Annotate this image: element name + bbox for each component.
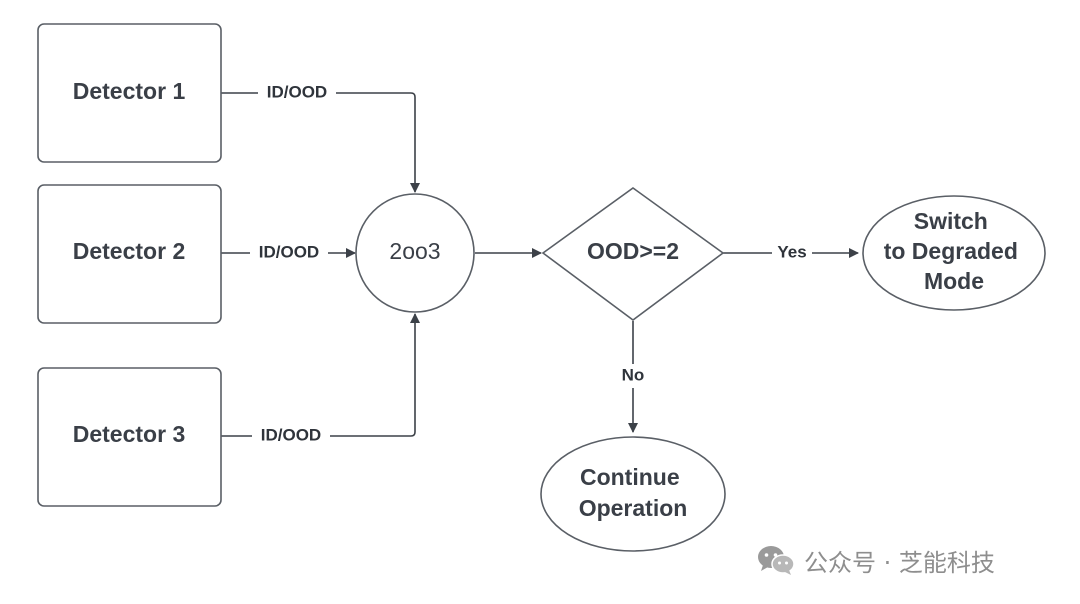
decision-diamond	[541, 187, 725, 321]
degraded-mode-ellipse	[862, 195, 1046, 311]
edge-label-yes: Yes	[777, 242, 806, 261]
edge-label-no-bg	[617, 364, 649, 388]
edge-label-2-bg	[250, 242, 328, 264]
edge-label-1-bg	[258, 82, 336, 104]
detector-1-label: Detector 1	[73, 78, 186, 104]
voter-circle	[355, 193, 475, 313]
wechat-icon	[756, 544, 796, 576]
detector-2-label: Detector 2	[73, 238, 185, 264]
continue-operation-label: Continue Operation	[579, 464, 688, 521]
detector-3-label: Detector 3	[73, 421, 185, 447]
decision-label: OOD>=2	[587, 238, 679, 264]
degraded-mode-line-1: Switch	[914, 208, 988, 234]
edge-label-detector-3: ID/OOD	[261, 425, 321, 444]
detector-2-box	[37, 184, 222, 324]
voter-label: 2oo3	[389, 238, 440, 264]
edge-label-detector-2: ID/OOD	[259, 242, 319, 261]
detector-3-box	[37, 367, 222, 507]
watermark: 公众号 · 芝能科技	[756, 542, 995, 578]
degraded-mode-line-3: Mode	[924, 268, 984, 294]
continue-operation-line-2: Operation	[579, 495, 688, 521]
edge-label-3-bg	[252, 425, 330, 447]
watermark-text: 公众号 · 芝能科技	[804, 548, 995, 577]
edge-detector-1-to-voter	[221, 92, 420, 193]
continue-operation-ellipse	[540, 436, 726, 552]
edge-label-detector-1: ID/OOD	[267, 82, 327, 101]
degraded-mode-label: Switch to Degraded Mode	[884, 208, 1025, 294]
detector-1-box	[37, 23, 222, 163]
continue-operation-line-1: Continue	[580, 464, 680, 490]
edge-label-yes-bg	[772, 242, 812, 264]
degraded-mode-line-2: to Degraded	[884, 238, 1018, 264]
edge-detector-3-to-voter	[221, 313, 420, 437]
edge-label-no: No	[622, 365, 645, 384]
